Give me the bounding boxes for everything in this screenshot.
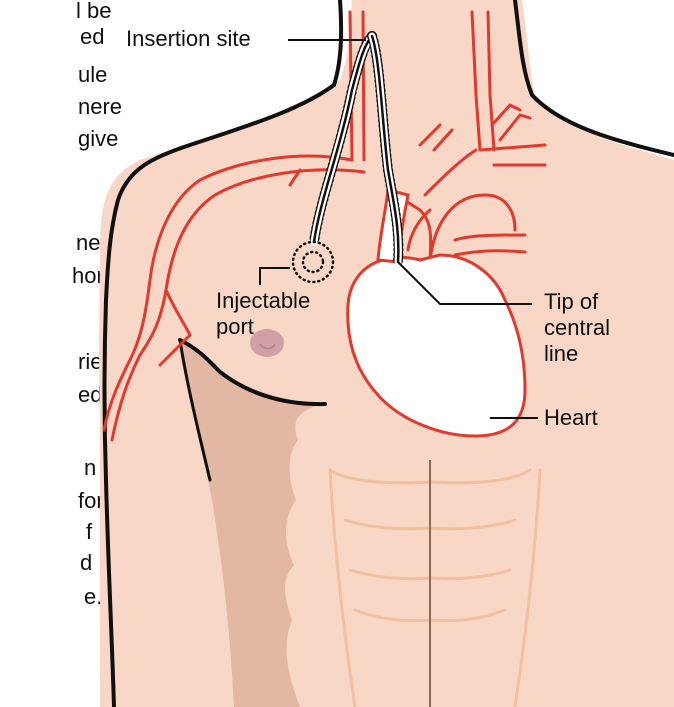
tip-label-line3: line (544, 341, 578, 367)
insertion-site-label: Insertion site (126, 26, 251, 52)
tip-label-line1: Tip of (544, 289, 598, 315)
tip-label-line2: central (544, 315, 610, 341)
injectable-port-label-line1: Injectable (216, 288, 310, 314)
heart-label: Heart (544, 405, 598, 431)
nipple (250, 329, 284, 357)
injectable-port-label-line2: port (216, 314, 254, 340)
